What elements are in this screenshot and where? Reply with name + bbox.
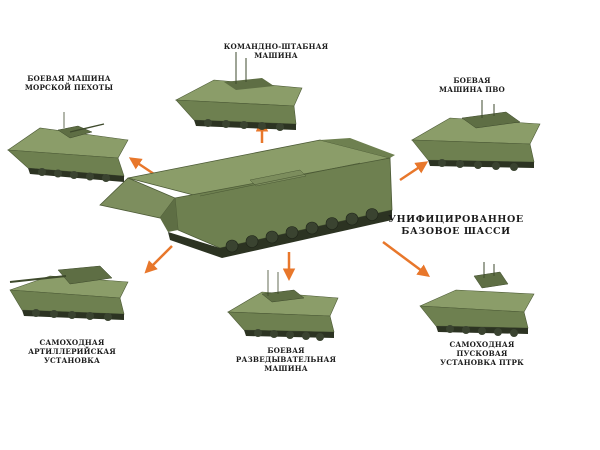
label-pvo-line1: Боевая bbox=[453, 76, 491, 85]
arrow-to-atgm bbox=[382, 240, 431, 277]
label-bmp-line2: морской пехоты bbox=[24, 83, 114, 92]
command-vehicle-illustration bbox=[174, 52, 303, 131]
label-command-line2: машина bbox=[254, 51, 298, 60]
marine-ifv-illustration bbox=[7, 112, 129, 182]
atgm-launcher-illustration bbox=[419, 262, 535, 337]
self-propelled-artillery-illustration bbox=[9, 265, 129, 321]
label-recon-line1: Боевая bbox=[267, 346, 305, 355]
reconnaissance-vehicle-illustration bbox=[226, 270, 339, 341]
label-command-line1: Командно-штабная bbox=[223, 42, 329, 51]
arrow-to-pvo bbox=[399, 161, 429, 182]
arrow-to-artillery bbox=[144, 245, 173, 274]
label-atgm: Самоходная пусковая установка ПТРК bbox=[420, 340, 544, 367]
label-atgm-line1: Самоходная bbox=[449, 340, 515, 349]
label-atgm-line2: пусковая bbox=[456, 349, 508, 358]
center-label-line1: Унифицированное bbox=[388, 214, 524, 225]
label-bmp-line1: Боевая машина bbox=[27, 74, 111, 83]
label-pvo-line2: машина ПВО bbox=[439, 85, 505, 94]
label-pvo: Боевая машина ПВО bbox=[432, 76, 512, 94]
label-artillery-line1: Самоходная bbox=[39, 338, 105, 347]
label-artillery: Самоходная артиллерийская установка bbox=[12, 338, 132, 365]
label-recon-line2: разведывательная bbox=[235, 355, 337, 364]
arrows bbox=[128, 119, 431, 281]
center-label-line2: базовое шасси bbox=[401, 226, 511, 237]
base-chassis-illustration bbox=[99, 138, 395, 258]
label-recon-line3: машина bbox=[264, 364, 308, 373]
label-recon: Боевая разведывательная машина bbox=[224, 346, 348, 373]
center-label: Унифицированное базовое шасси bbox=[386, 214, 526, 238]
label-artillery-line2: артиллерийская bbox=[28, 347, 116, 356]
label-command: Командно-штабная машина bbox=[216, 42, 336, 60]
label-bmp: Боевая машина морской пехоты bbox=[14, 74, 124, 92]
label-atgm-line3: установка ПТРК bbox=[440, 358, 524, 367]
label-artillery-line3: установка bbox=[43, 356, 101, 365]
air-defense-vehicle-illustration bbox=[410, 100, 541, 171]
